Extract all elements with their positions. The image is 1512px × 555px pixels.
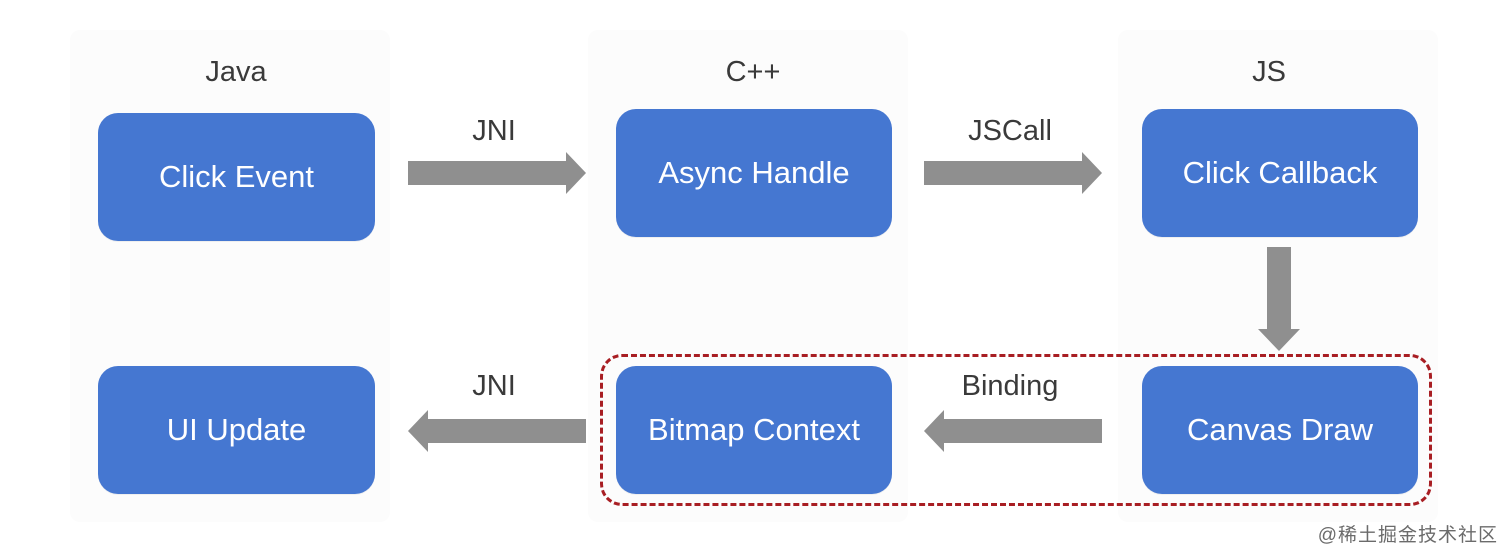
node-async-handle: Async Handle [616,109,892,237]
edge-label-jni-bottom: JNI [472,370,516,402]
edge-label-binding: Binding [961,370,1059,402]
column-label-js: JS [1252,56,1286,88]
watermark-text: @稀土掘金技术社区 [1317,525,1498,546]
arrow-down-icon [1258,247,1300,351]
node-ui-update: UI Update [98,366,375,494]
binding-group-outline [600,354,1432,506]
node-bitmap-context: Bitmap Context [616,366,892,494]
column-label-java: Java [205,56,267,88]
arrow-left-icon [924,410,1102,452]
arrow-right-icon [408,152,586,194]
arrow-left-icon [408,410,586,452]
arrow-right-icon [924,152,1102,194]
edge-label-jni-top: JNI [472,115,516,147]
node-click-event: Click Event [98,113,375,241]
edge-label-jscall: JSCall [968,115,1052,147]
column-label-cpp: C++ [725,56,781,88]
node-canvas-draw: Canvas Draw [1142,366,1418,494]
node-click-callback: Click Callback [1142,109,1418,237]
